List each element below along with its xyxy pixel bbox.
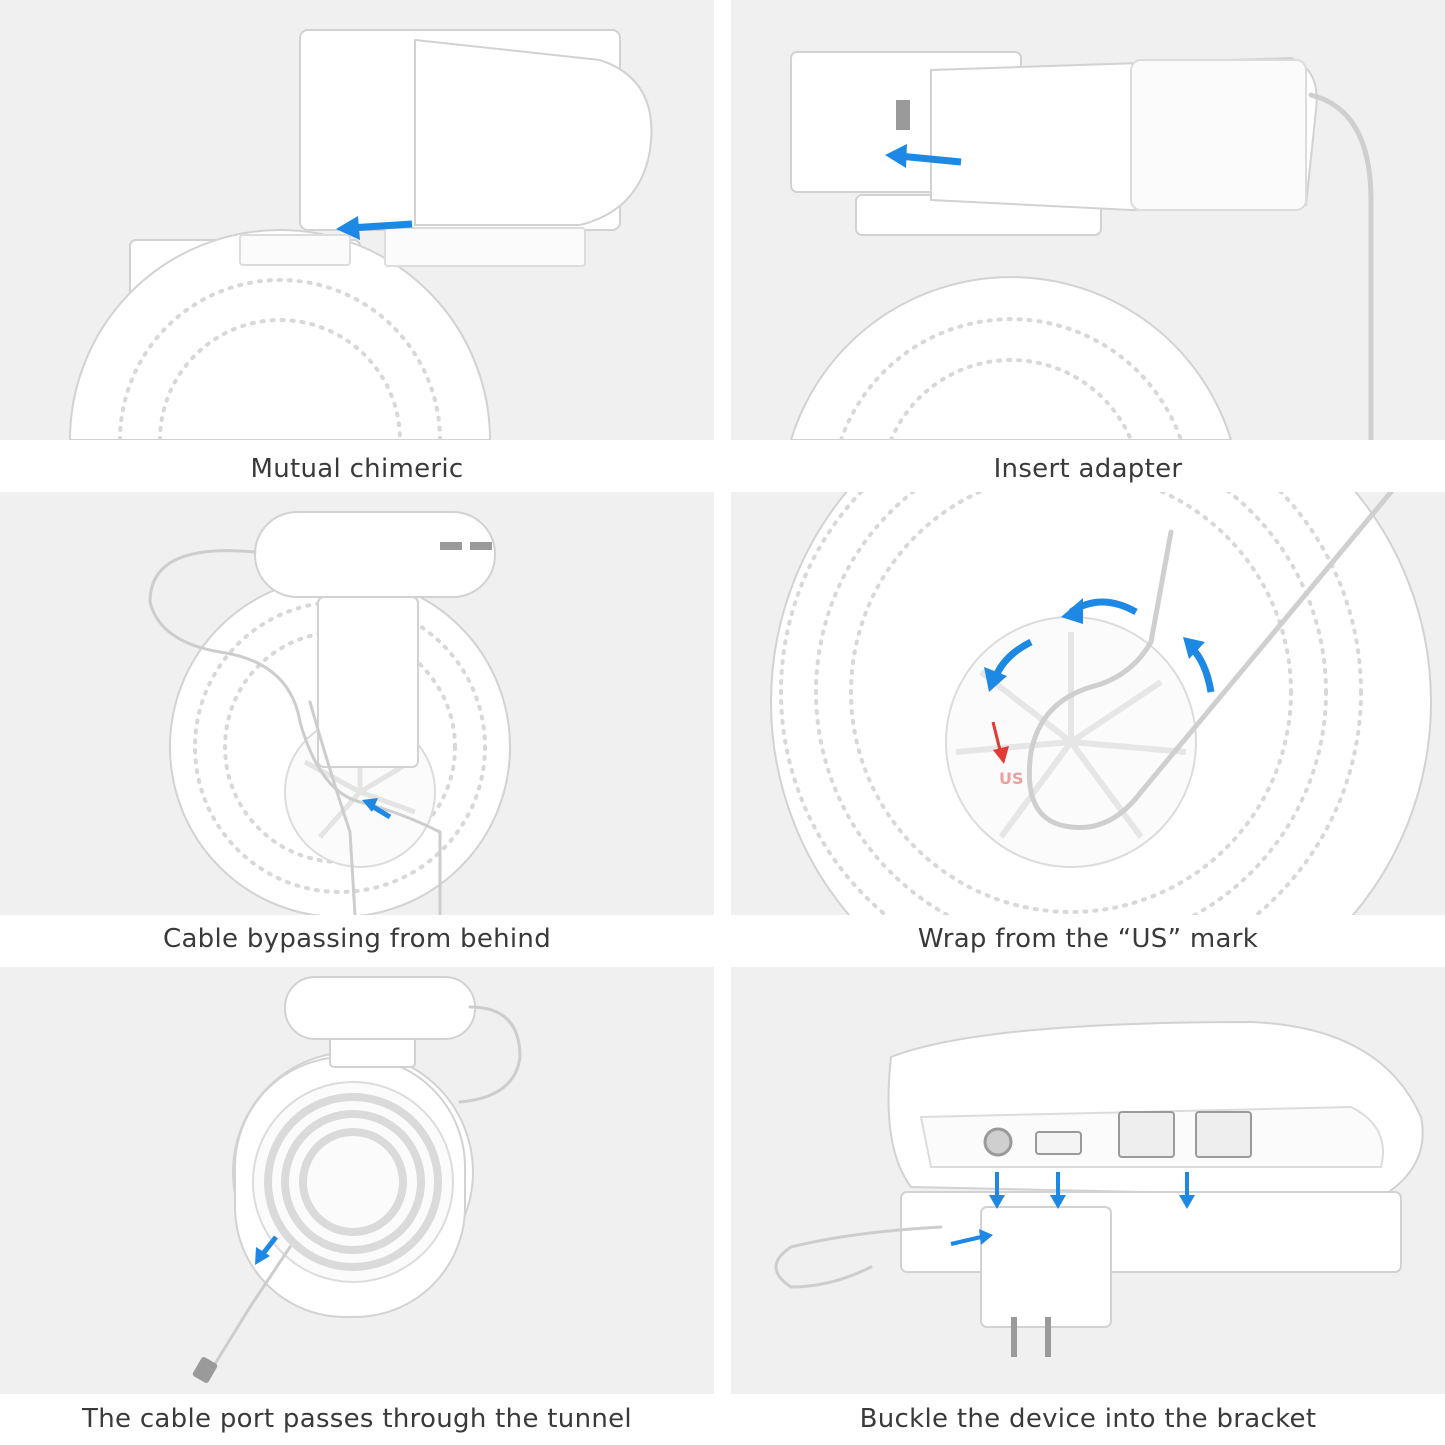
- step-4-caption: Wrap from the “US” mark: [917, 924, 1259, 954]
- down-arrow-power: [989, 1172, 1005, 1209]
- down-arrow-usb: [1050, 1172, 1066, 1209]
- pass-through-arrow: [362, 798, 392, 820]
- step-4-illustration: US: [731, 492, 1445, 915]
- step-1-illustration: [0, 0, 714, 440]
- step-3-illustration: [0, 492, 714, 915]
- step-5-caption: The cable port passes through the tunnel: [82, 1404, 632, 1434]
- step-6-caption: Buckle the device into the bracket: [859, 1404, 1317, 1434]
- wrap-cable-illustration: US: [770, 492, 1432, 915]
- tunnel-arrow: [255, 1235, 278, 1265]
- cable-tunnel-illustration: [192, 976, 522, 1383]
- insert-left-arrow: [885, 144, 962, 168]
- slide-left-arrow: [336, 216, 413, 240]
- rotate-arrow-right: [1183, 637, 1215, 693]
- bracket-slide-illustration: [68, 29, 653, 440]
- adapter-insert-illustration: [789, 51, 1374, 440]
- device-buckle-illustration: [774, 1020, 1424, 1357]
- step-2-illustration: [731, 0, 1445, 440]
- step-6-illustration: [731, 967, 1445, 1394]
- rotate-arrow-left: [984, 638, 1033, 692]
- us-mark-label: US: [999, 769, 1024, 788]
- cable-behind-illustration: [148, 511, 511, 915]
- step-2-caption: Insert adapter: [993, 454, 1183, 484]
- step-3-caption: Cable bypassing from behind: [162, 924, 552, 954]
- step-5-illustration: [0, 967, 714, 1394]
- down-arrow-ethernet: [1179, 1172, 1195, 1209]
- plug-right-arrow: [950, 1229, 993, 1246]
- us-start-arrow: [991, 721, 1009, 764]
- step-1-caption: Mutual chimeric: [250, 454, 464, 484]
- rotate-arrow-top: [1061, 598, 1138, 624]
